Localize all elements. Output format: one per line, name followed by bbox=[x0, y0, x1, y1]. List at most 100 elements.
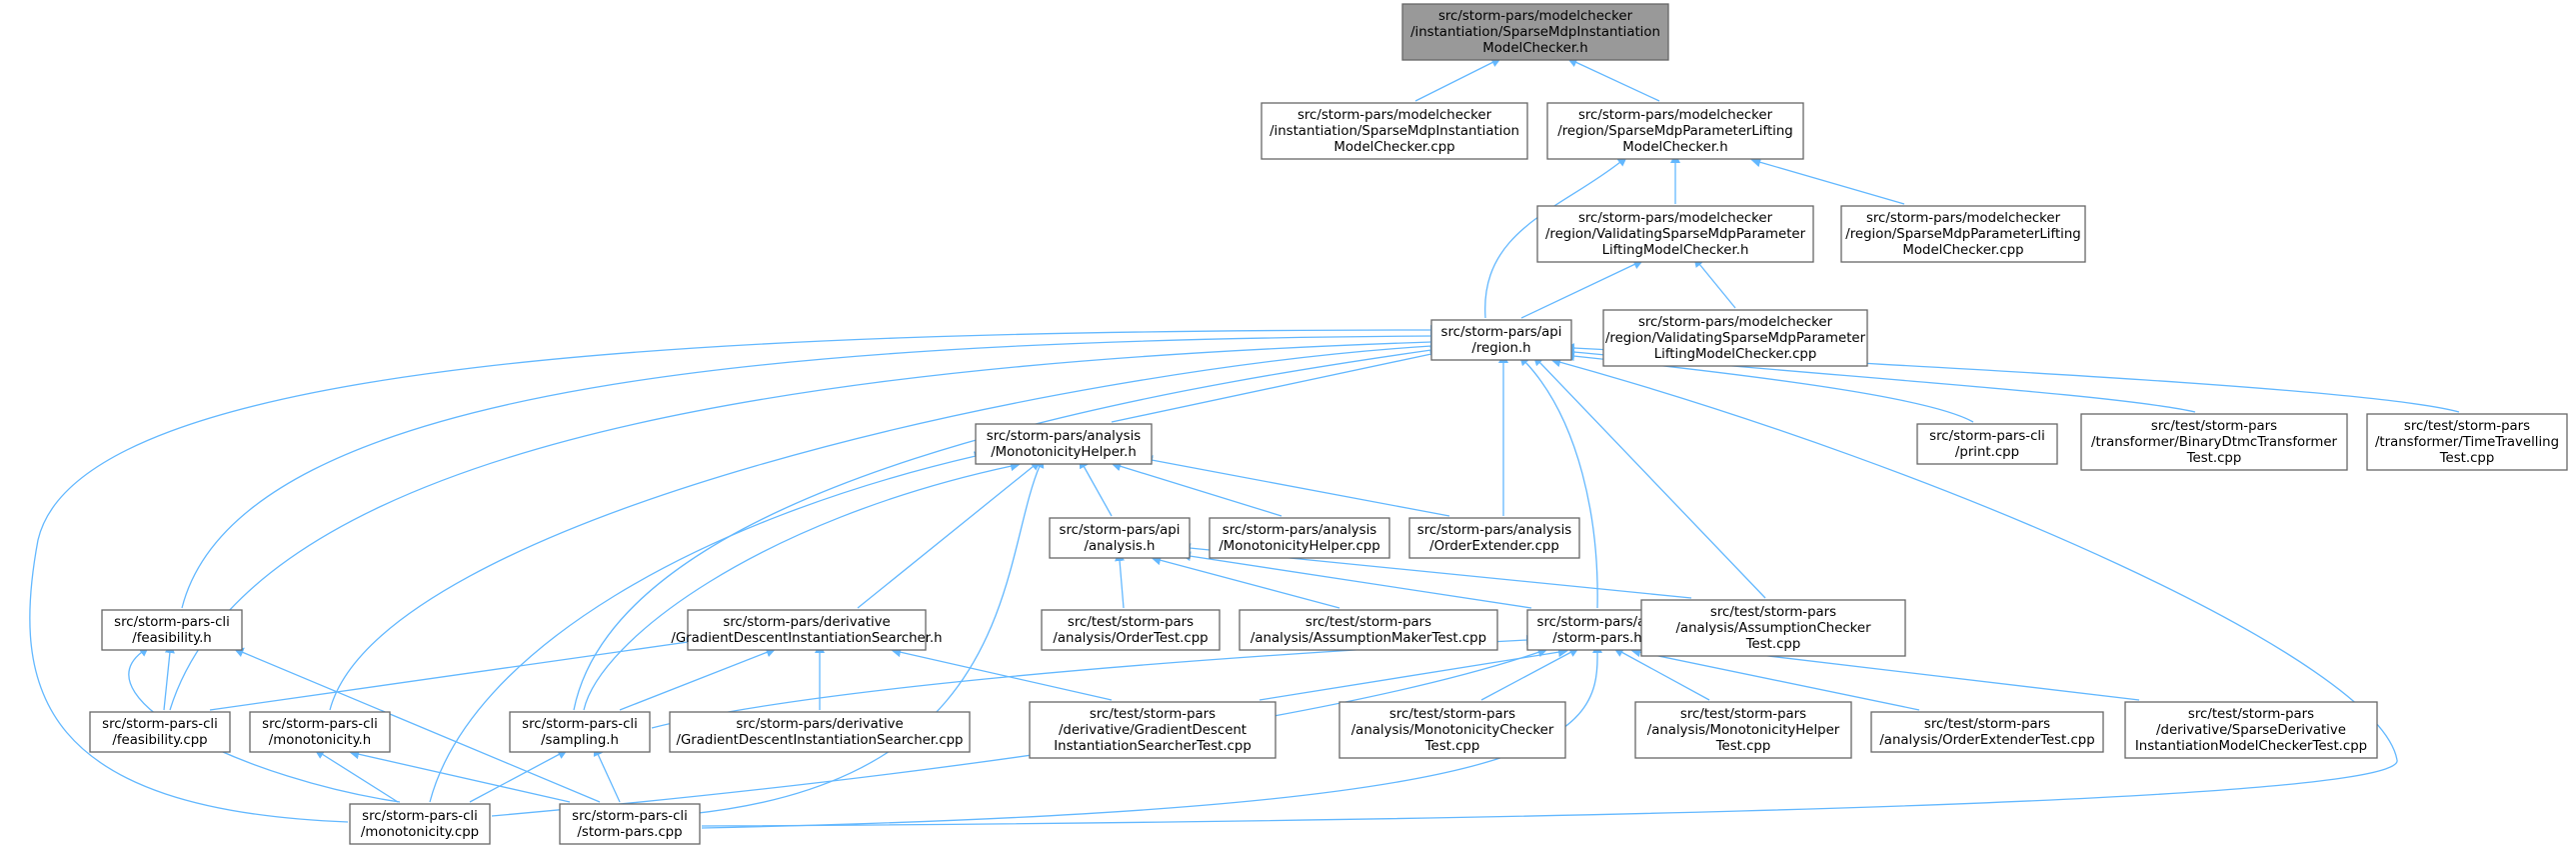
graph-node-n20[interactable]: src/storm-pars-cli/feasibility.cpp bbox=[89, 711, 231, 753]
node-label-line: src/storm-pars/modelchecker bbox=[1866, 211, 2061, 226]
graph-node-n28[interactable]: src/test/storm-pars/derivative/SparseDer… bbox=[2124, 701, 2378, 759]
node-label-line: src/storm-pars/api bbox=[1441, 325, 1562, 340]
graph-node-n9[interactable]: src/test/storm-pars/transformer/BinaryDt… bbox=[2080, 413, 2348, 471]
node-label-line: /storm-pars.cpp bbox=[577, 825, 682, 840]
node-box bbox=[559, 803, 701, 845]
node-label-line: /MonotonicityHelper.h bbox=[991, 445, 1137, 460]
graph-node-n5[interactable]: src/storm-pars/api/region.h bbox=[1430, 319, 1572, 361]
node-box bbox=[2080, 413, 2348, 471]
node-label-line: src/test/storm-pars bbox=[1389, 707, 1515, 722]
graph-node-n16[interactable]: src/test/storm-pars/analysis/OrderTest.c… bbox=[1041, 609, 1221, 651]
node-label-line: src/test/storm-pars bbox=[1924, 717, 2050, 732]
edge-n5-n20 bbox=[169, 337, 1440, 711]
graph-node-n27[interactable]: src/test/storm-pars/analysis/OrderExtend… bbox=[1870, 711, 2104, 753]
node-label-line: src/storm-pars-cli bbox=[114, 615, 230, 630]
graph-node-n26[interactable]: src/test/storm-pars/analysis/Monotonicit… bbox=[1634, 701, 1852, 759]
node-box bbox=[249, 711, 391, 753]
node-label-line: ModelChecker.h bbox=[1622, 140, 1727, 155]
node-label-line: src/storm-pars/modelchecker bbox=[1297, 108, 1492, 123]
graph-node-n10[interactable]: src/test/storm-pars/transformer/TimeTrav… bbox=[2366, 413, 2568, 471]
node-label-line: src/storm-pars/modelchecker bbox=[1438, 9, 1633, 24]
graph-node-n4[interactable]: src/storm-pars/modelchecker/region/Spars… bbox=[1840, 205, 2086, 263]
edge-n5-n22 bbox=[573, 345, 1440, 711]
node-box bbox=[669, 711, 971, 753]
edge-n11-n16 bbox=[1115, 551, 1126, 609]
node-label-line: /analysis/AssumptionMakerTest.cpp bbox=[1251, 631, 1486, 646]
graph-node-n13[interactable]: src/storm-pars/analysis/OrderExtender.cp… bbox=[1408, 517, 1580, 559]
graph-node-n1[interactable]: src/storm-pars/modelchecker/instantiatio… bbox=[1261, 102, 1528, 160]
edge-n7-n13 bbox=[1143, 455, 1450, 517]
node-label-line: /analysis/MonotonicityHelper bbox=[1647, 723, 1840, 738]
graph-node-n21[interactable]: src/storm-pars-cli/monotonicity.h bbox=[249, 711, 391, 753]
node-label-line: /storm-pars.h bbox=[1552, 631, 1641, 646]
node-label-line: src/storm-pars-cli bbox=[1929, 429, 2045, 444]
node-label-line: src/test/storm-pars bbox=[2188, 707, 2314, 722]
edge-n14-n20 bbox=[163, 643, 175, 711]
node-label-line: src/storm-pars/analysis bbox=[987, 429, 1142, 444]
node-label-line: ModelChecker.h bbox=[1482, 41, 1587, 56]
node-label-line: src/test/storm-pars bbox=[1305, 615, 1431, 630]
graph-node-n19[interactable]: src/test/storm-pars/analysis/AssumptionC… bbox=[1640, 599, 1906, 657]
graph-node-n14[interactable]: src/storm-pars-cli/feasibility.h bbox=[101, 609, 243, 651]
node-label-line: /analysis/MonotonicityChecker bbox=[1351, 723, 1554, 738]
graph-node-n17[interactable]: src/test/storm-pars/analysis/AssumptionM… bbox=[1239, 609, 1498, 651]
node-box bbox=[2124, 701, 2378, 759]
graph-node-n8[interactable]: src/storm-pars-cli/print.cpp bbox=[1916, 423, 2058, 465]
graph-node-n25[interactable]: src/test/storm-pars/analysis/Monotonicit… bbox=[1338, 701, 1566, 759]
node-label-line: Test.cpp bbox=[2439, 451, 2495, 466]
edge-n3-n6 bbox=[1693, 257, 1736, 309]
edge-n18-n27 bbox=[1630, 647, 1920, 711]
node-box bbox=[975, 423, 1153, 465]
node-label-line: src/test/storm-pars bbox=[1680, 707, 1806, 722]
graph-node-n7[interactable]: src/storm-pars/analysis/MonotonicityHelp… bbox=[975, 423, 1153, 465]
node-label-line: /monotonicity.cpp bbox=[361, 825, 479, 840]
node-label-line: /region/SparseMdpParameterLifting bbox=[1557, 124, 1792, 139]
graph-node-n12[interactable]: src/storm-pars/analysis/MonotonicityHelp… bbox=[1209, 517, 1390, 559]
edge-n5-n7 bbox=[1111, 349, 1440, 423]
edge-n0-n1 bbox=[1414, 57, 1502, 102]
edge-n21-n29 bbox=[314, 749, 399, 803]
graph-node-n22[interactable]: src/storm-pars-cli/sampling.h bbox=[509, 711, 651, 753]
node-label-line: LiftingModelChecker.h bbox=[1602, 243, 1749, 258]
node-label-line: src/storm-pars/modelchecker bbox=[1578, 108, 1773, 123]
node-label-line: src/storm-pars/analysis bbox=[1417, 523, 1572, 538]
edge-n0-n2 bbox=[1566, 57, 1660, 102]
edge-n18-n30 bbox=[701, 643, 1603, 829]
graph-node-n6[interactable]: src/storm-pars/modelchecker/region/Valid… bbox=[1602, 309, 1868, 367]
graph-node-n23[interactable]: src/storm-pars/derivative/GradientDescen… bbox=[669, 711, 971, 753]
edge-n18-n24 bbox=[1259, 647, 1568, 701]
node-label-line: src/storm-pars/api bbox=[1537, 615, 1658, 630]
node-box bbox=[1430, 319, 1572, 361]
node-label-line: Test.cpp bbox=[1424, 739, 1480, 754]
node-label-line: src/storm-pars-cli bbox=[572, 809, 688, 824]
graph-node-n11[interactable]: src/storm-pars/api/analysis.h bbox=[1049, 517, 1191, 559]
graph-node-n15[interactable]: src/storm-pars/derivative/GradientDescen… bbox=[671, 609, 943, 651]
graph-node-n2[interactable]: src/storm-pars/modelchecker/region/Spars… bbox=[1546, 102, 1804, 160]
edge-n11-n17 bbox=[1151, 555, 1340, 609]
node-label-line: /MonotonicityHelper.cpp bbox=[1219, 539, 1379, 554]
node-label-line: LiftingModelChecker.cpp bbox=[1654, 347, 1817, 362]
node-box bbox=[1239, 609, 1498, 651]
graph-node-n24[interactable]: src/test/storm-pars/derivative/GradientD… bbox=[1029, 701, 1277, 759]
node-label-line: src/test/storm-pars bbox=[1710, 605, 1836, 620]
edge-n2-n5 bbox=[1484, 156, 1628, 319]
graph-node-n0[interactable]: src/storm-pars/modelchecker/instantiatio… bbox=[1401, 3, 1669, 61]
graph-node-n29[interactable]: src/storm-pars-cli/monotonicity.cpp bbox=[349, 803, 491, 845]
node-label-line: src/test/storm-pars bbox=[1068, 615, 1194, 630]
node-layer: src/storm-pars/modelchecker/instantiatio… bbox=[89, 3, 2568, 845]
node-label-line: InstantiationSearcherTest.cpp bbox=[1054, 739, 1252, 754]
edge-n7-n11 bbox=[1079, 458, 1113, 517]
edge-n18-n25 bbox=[1480, 647, 1579, 701]
node-label-line: /GradientDescentInstantiationSearcher.h bbox=[671, 631, 942, 646]
node-label-line: src/test/storm-pars bbox=[2151, 419, 2277, 434]
node-box bbox=[1870, 711, 2104, 753]
graph-node-n30[interactable]: src/storm-pars-cli/storm-pars.cpp bbox=[559, 803, 701, 845]
node-label-line: /instantiation/SparseMdpInstantiation bbox=[1270, 124, 1519, 139]
node-box bbox=[1261, 102, 1528, 160]
node-label-line: /transformer/BinaryDtmcTransformer bbox=[2091, 435, 2338, 450]
edge-n7-n15 bbox=[857, 460, 1042, 609]
edge-n5-n19 bbox=[1532, 355, 1766, 599]
graph-node-n3[interactable]: src/storm-pars/modelchecker/region/Valid… bbox=[1536, 205, 1814, 263]
edge-n5-n18 bbox=[1518, 355, 1598, 609]
edge-n5-n14 bbox=[181, 331, 1440, 609]
